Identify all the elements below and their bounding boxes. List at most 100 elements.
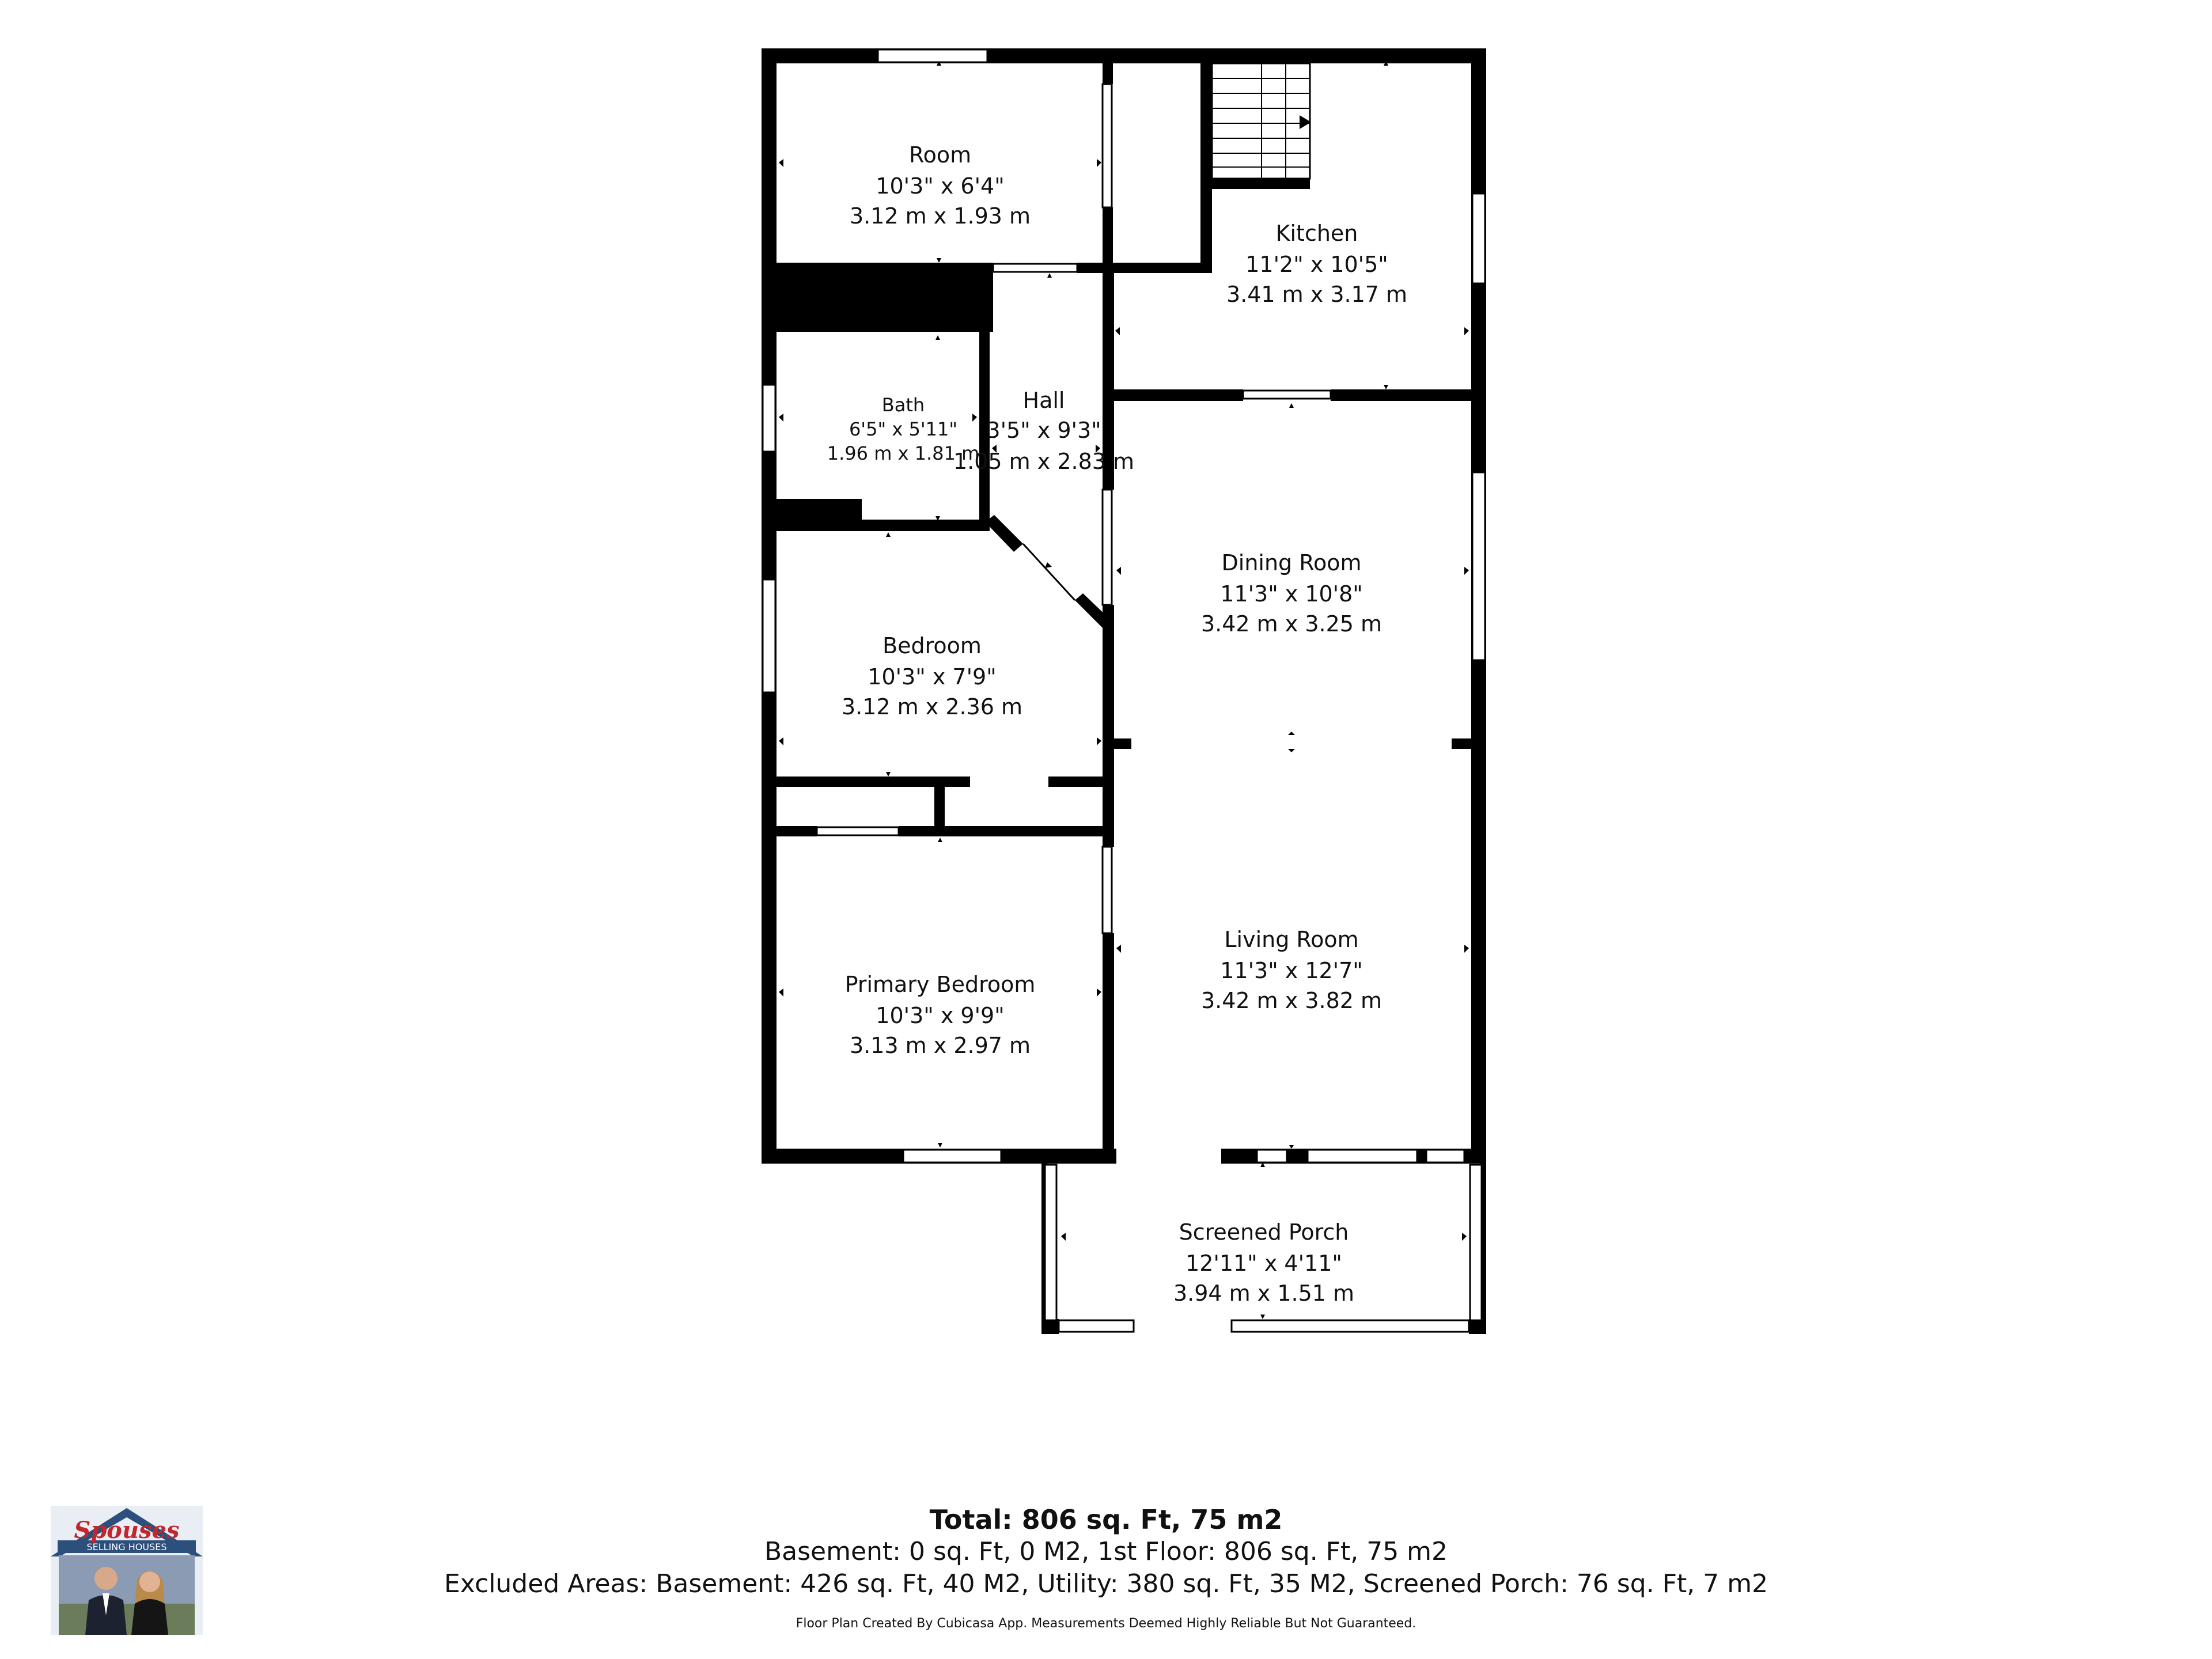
bedroom-imperial: 10'3" x 7'9" [868,664,996,690]
door-kitchen-dining [1242,389,1332,400]
marker [1061,1233,1066,1241]
wall-primary-top-1 [777,826,817,836]
porch-imperial: 12'11" x 4'11" [1185,1251,1342,1276]
primary-name: Primary Bedroom [845,972,1036,997]
window-living-bottom-1 [1256,1149,1288,1164]
logo-tagline: SELLING HOUSES [86,1541,166,1552]
kitchen-metric: 3.41 m x 3.17 m [1226,282,1407,307]
marker [938,1143,942,1147]
room-labels: Room 10'3" x 6'4" 3.12 m x 1.93 m Kitche… [827,142,1407,1306]
marker [1384,385,1388,389]
spouses-logo: Spouses SELLING HOUSES [51,1506,203,1635]
wall-top [762,48,1485,63]
marker [1116,945,1121,953]
marker [1289,403,1294,408]
bedroom-metric: 3.12 m x 2.36 m [842,694,1022,719]
porch-name: Screened Porch [1179,1219,1349,1245]
bath-imperial: 6'5" x 5'11" [849,418,957,440]
porch-metric: 3.94 m x 1.51 m [1173,1281,1354,1306]
dining-imperial: 11'3" x 10'8" [1220,581,1363,607]
wall-closet-right [1200,60,1212,273]
marker [1464,945,1469,953]
person-1-shirt [103,1593,109,1615]
kitchen-imperial: 11'2" x 10'5" [1245,252,1388,277]
door-hall-dining [1101,488,1113,606]
person-2-body [131,1599,168,1635]
marker [779,988,783,997]
excluded-areas: Excluded Areas: Basement: 426 sq. Ft, 40… [444,1569,1768,1599]
primary-metric: 3.13 m x 2.97 m [850,1033,1031,1058]
wall-kitchen-bottom-right [1331,389,1471,401]
marker [1462,1233,1467,1241]
floor-areas: Basement: 0 sq. Ft, 0 M2, 1st Floor: 806… [764,1537,1448,1566]
marker [935,335,940,340]
door-frames [816,83,1332,934]
marker [1464,567,1469,575]
wall-bedroom-bottom-1 [777,777,970,787]
wall-bedroom-bottom-2 [1048,777,1112,787]
living-imperial: 11'3" x 12'7" [1220,958,1363,983]
windows [762,48,1486,1333]
dining-name: Dining Room [1222,550,1362,575]
door-living-primary [1101,846,1113,934]
marker [886,772,891,777]
bedroom-name: Bedroom [882,633,982,658]
window-porch-left [1044,1164,1058,1321]
marker [1047,273,1052,278]
marker [1097,737,1101,745]
window-porch-bottom-1 [1058,1319,1135,1333]
wall-bath-bottom [777,520,990,531]
wall-primary-top-2 [899,826,1112,836]
wall-closet-divider [934,777,945,836]
door-room-side [1101,83,1113,209]
stair-arrow-icon [1300,115,1311,129]
marker [1116,567,1121,575]
walls [762,48,1486,1334]
door-primary-closet [816,826,900,836]
window-room-top [877,48,988,63]
window-bath-left [762,384,777,453]
kitchen-name: Kitchen [1276,221,1358,246]
marker [1115,327,1120,335]
wall-center-1 [1103,60,1113,84]
door-room-hall [992,263,1078,273]
wall-stair-bottom [1212,179,1310,189]
marker [1288,732,1295,735]
wall-center-3 [1103,271,1114,490]
window-primary-bottom [902,1149,1002,1164]
person-1-head [94,1567,118,1590]
wall-kitchen-bottom-left [1114,389,1243,401]
wall-bath-right [979,332,990,528]
wall-room-bottom-2 [1077,263,1111,273]
wall-porch-right [1480,1164,1486,1334]
wall-center-2 [1103,207,1113,271]
logo-brand: Spouses [74,1517,179,1544]
room-imperial: 10'3" x 6'4" [876,173,1004,199]
marker [937,61,941,66]
person-2-head [139,1571,160,1592]
logo-photo-ground [59,1604,195,1635]
wall-closet-bottom [1111,263,1212,273]
living-name: Living Room [1224,927,1358,952]
marker [886,532,891,537]
marker [1464,327,1469,335]
wall-center-5 [1103,933,1114,1149]
marker [938,838,942,842]
room-metric: 3.12 m x 1.93 m [850,203,1031,229]
dining-metric: 3.42 m x 3.25 m [1201,611,1382,637]
marker [1288,749,1295,752]
hall-metric: 1.05 m x 2.83 m [953,449,1134,474]
marker [779,737,783,745]
wall-room-bottom [777,263,993,332]
window-living-bottom-3 [1425,1149,1465,1164]
marker [1096,445,1100,453]
window-porch-right [1469,1164,1483,1321]
logo-banner [58,1540,196,1553]
wall-stub-left [1113,738,1131,749]
wall-center-4 [1103,605,1114,847]
primary-imperial: 10'3" x 9'9" [876,1003,1004,1028]
marker [779,159,783,167]
marker [972,414,977,422]
marker [992,445,997,453]
